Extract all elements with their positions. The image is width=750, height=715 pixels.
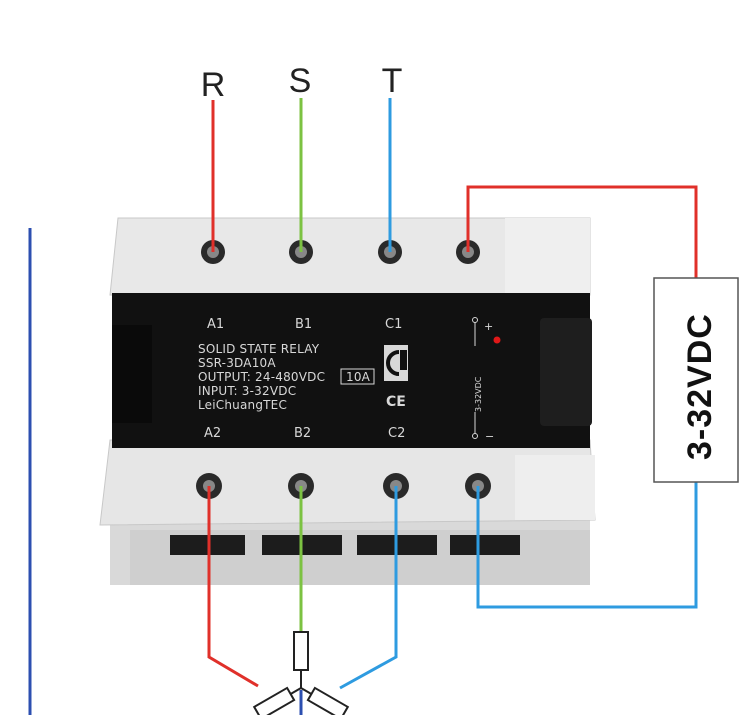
phase-t-label: T (382, 62, 403, 100)
terminal-label-a1: A1 (207, 317, 224, 332)
load-wire-a2 (207, 486, 259, 688)
current-rating: 10A (346, 370, 371, 384)
phase-r-label: R (201, 66, 226, 104)
terminal-label-b2: B2 (294, 426, 311, 441)
relay-housing (99, 217, 596, 585)
dc-supply-box (653, 277, 739, 483)
control-range-label: 3-32VDC (474, 376, 483, 412)
terminal-label-b1: B1 (295, 317, 312, 332)
minus-sign: − (485, 430, 494, 443)
dc-supply-label: 3-32VDC (681, 313, 719, 460)
control-input-indicator (472, 317, 501, 439)
terminal-label-a2: A2 (204, 426, 221, 441)
relay-label-line-3: OUTPUT: 24-480VDC (198, 370, 325, 384)
control-negative-wire (476, 482, 698, 609)
relay-label-line-1: SOLID STATE RELAY (198, 342, 320, 356)
current-rating-box (340, 368, 375, 385)
led-indicator (493, 336, 501, 344)
phase-s-label: S (289, 62, 312, 100)
terminal-label-c2: C2 (388, 426, 405, 441)
relay-label-line-5: LeiChuangTEC (198, 398, 287, 412)
terminal-label-c1: C1 (385, 317, 402, 332)
ce-mark: CE (386, 394, 406, 410)
load-wire-c2 (339, 486, 398, 690)
star-load-resistors (252, 631, 350, 715)
control-positive-wire (466, 185, 698, 278)
relay-label-line-4: INPUT: 3-32VDC (198, 384, 296, 398)
plus-sign: + (484, 320, 493, 333)
brand-logo (384, 345, 408, 381)
bottom-terminals (196, 473, 491, 499)
relay-label-line-2: SSR-3DA10A (198, 356, 276, 370)
relay-label-panel (112, 293, 590, 448)
